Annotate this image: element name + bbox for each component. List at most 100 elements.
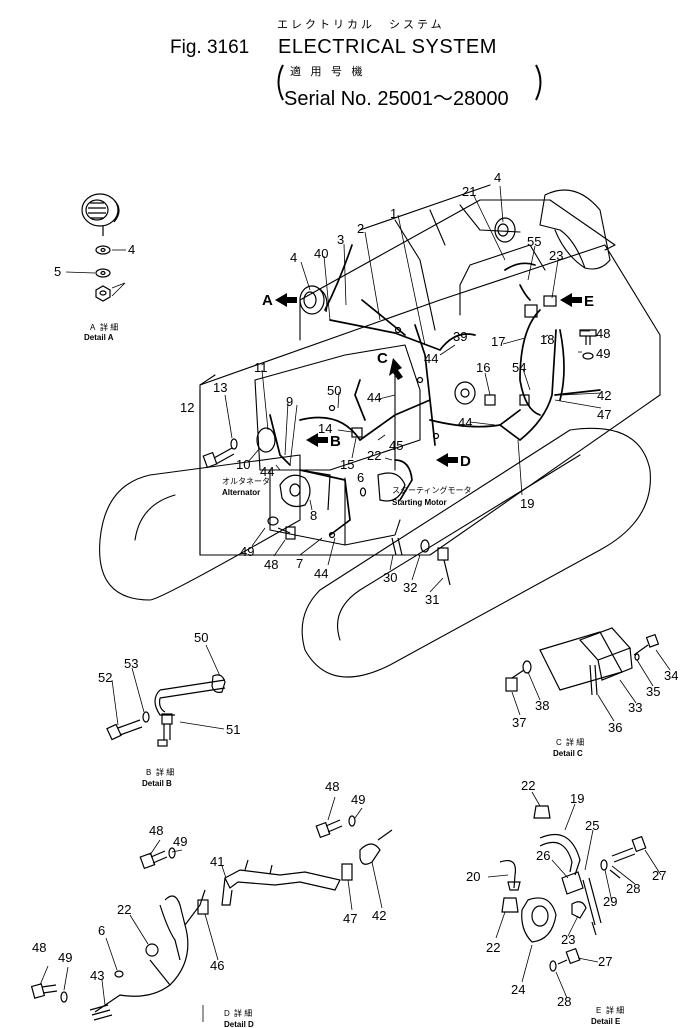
part-number: 52	[98, 670, 112, 685]
part-number: 49	[58, 950, 72, 965]
part-number: 47	[343, 911, 357, 926]
part-number: 38	[535, 698, 549, 713]
part-number: 13	[213, 380, 227, 395]
part-number: 48	[596, 326, 610, 341]
detail-d-sub-letter: D	[224, 1009, 230, 1018]
part-number: 44	[424, 351, 438, 366]
part-number: 28	[626, 881, 640, 896]
part-number: 37	[512, 715, 526, 730]
part-number: 51	[226, 722, 240, 737]
part-number: 30	[383, 570, 397, 585]
part-number: 50	[327, 383, 341, 398]
part-number: 17	[491, 334, 505, 349]
part-number: 55	[527, 234, 541, 249]
part-number: 39	[453, 329, 467, 344]
starting-motor-label: Starting Motor	[392, 498, 447, 507]
detail-e-jp: 詳 細	[606, 1005, 624, 1015]
detail-a-lamp	[81, 193, 120, 302]
wiring-harness	[269, 244, 601, 536]
alternator-label: Alternator	[222, 488, 260, 497]
part-number: 53	[124, 656, 138, 671]
view-letter: E	[584, 293, 594, 310]
part-number: 5	[54, 264, 61, 279]
alternator-jp-label: オルタネータ	[222, 477, 270, 486]
part-number: 14	[318, 421, 332, 436]
detail-d-harness	[30, 815, 393, 1021]
part-number: 33	[628, 700, 642, 715]
detail-c-controller	[505, 627, 660, 696]
leader-lines	[224, 185, 602, 593]
part-number: 44	[367, 390, 381, 405]
part-number: 11	[254, 360, 268, 375]
detail-b-parts	[106, 674, 226, 747]
machine-components	[256, 217, 557, 539]
view-letter: D	[460, 453, 471, 470]
part-number: 6	[98, 923, 105, 938]
detail-a-leaders	[65, 249, 126, 297]
part-number: 49	[173, 834, 187, 849]
figure-number: Fig. 3161	[170, 37, 250, 58]
part-number: 22	[117, 902, 131, 917]
part-number: 49	[596, 346, 610, 361]
part-number: 2	[357, 221, 364, 236]
part-number: 44	[314, 566, 328, 581]
part-number: 54	[512, 360, 526, 375]
part-number: 49	[351, 792, 365, 807]
view-letter: C	[377, 350, 388, 367]
part-number: 34	[664, 668, 678, 683]
detail-b-leaders	[111, 644, 225, 730]
part-number: 32	[403, 580, 417, 595]
part-number: 27	[652, 868, 666, 883]
part-number: 25	[585, 818, 599, 833]
part-number: 22	[486, 940, 500, 955]
detail-a-caption: Detail A	[84, 333, 114, 342]
detail-b-sub-letter: B	[146, 768, 151, 777]
view-letter: A	[262, 292, 273, 309]
part-number: 35	[646, 684, 660, 699]
part-number: 4	[494, 170, 501, 185]
part-number: 31	[425, 592, 439, 607]
part-number: 46	[210, 958, 224, 973]
part-number: 50	[194, 630, 208, 645]
part-number: 40	[314, 246, 328, 261]
detail-e-relay	[499, 805, 647, 972]
part-number: 48	[325, 779, 339, 794]
detail-b-caption: Detail B	[142, 779, 172, 788]
part-number: 4	[290, 250, 297, 265]
part-number: 24	[511, 982, 525, 997]
serial-range: Serial No. 25001～28000	[284, 88, 509, 110]
title-japanese: エレクトリカル システム	[277, 18, 445, 31]
part-number: 41	[210, 854, 224, 869]
part-number: 23	[561, 932, 575, 947]
part-number: 3	[337, 232, 344, 247]
figure-title: ELECTRICAL SYSTEM	[278, 36, 497, 58]
detail-e-leaders	[487, 791, 662, 999]
part-number: 19	[520, 496, 534, 511]
loose-fasteners	[202, 329, 597, 586]
part-number: 45	[389, 438, 403, 453]
machine-body	[99, 184, 661, 678]
detail-b-jp: 詳 細	[156, 767, 174, 777]
view-letter: B	[330, 433, 341, 450]
part-number: 15	[340, 457, 354, 472]
detail-d-caption: Detail D	[224, 1020, 254, 1028]
part-number: 28	[557, 994, 571, 1009]
detail-d-leaders	[39, 796, 383, 1022]
part-number: 6	[357, 470, 364, 485]
part-number: 48	[32, 940, 46, 955]
part-number: 22	[521, 778, 535, 793]
part-numbers: 1 2 3 4 4 4 5 6 6 7 8 9 10 11 12 13 14 1…	[32, 170, 678, 1009]
part-number: 44	[260, 464, 274, 479]
part-number: 42	[597, 388, 611, 403]
detail-a-sub-letter: A	[90, 323, 96, 332]
part-number: 12	[180, 400, 194, 415]
part-number: 47	[597, 407, 611, 422]
part-number: 22	[367, 448, 381, 463]
part-number: 29	[603, 894, 617, 909]
part-number: 21	[462, 184, 476, 199]
component-labels: オルタネータ Alternator スターティングモータ Starting Mo…	[222, 477, 472, 507]
part-number: 7	[296, 556, 303, 571]
detail-c-caption: Detail C	[553, 749, 583, 758]
